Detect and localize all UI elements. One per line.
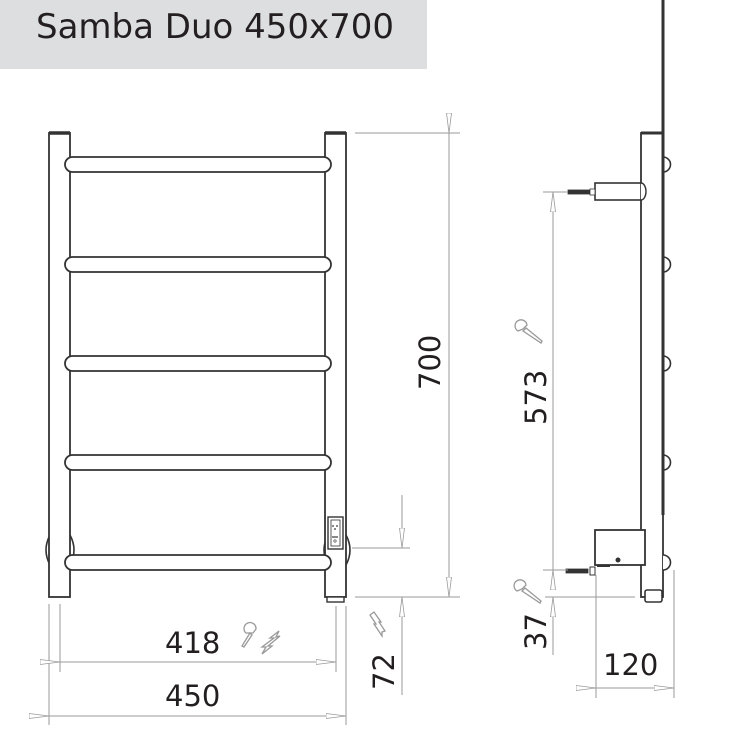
top-bracket <box>594 182 642 201</box>
controller-icon <box>327 516 344 550</box>
dimension-700: 700 <box>413 335 447 390</box>
front-dimensions <box>49 133 460 725</box>
rail-4 <box>64 454 332 471</box>
product-title: Samba Duo 450x700 <box>36 7 395 47</box>
dimension-573: 573 <box>519 370 553 425</box>
front-view <box>45 131 351 603</box>
side-dimensions <box>543 191 675 698</box>
dimension-72: 72 <box>367 653 401 690</box>
screw-icon <box>241 621 257 648</box>
dimension-37: 37 <box>519 613 553 650</box>
screw-icon <box>513 579 542 604</box>
rail-3 <box>64 355 332 372</box>
rail-2 <box>64 256 332 273</box>
dimension-450: 450 <box>165 679 220 713</box>
side-post <box>640 132 664 598</box>
electric-icon <box>260 630 281 655</box>
dimension-120: 120 <box>603 648 658 682</box>
side-view <box>565 0 672 603</box>
electric-icon <box>369 611 387 639</box>
rail-5 <box>64 554 332 571</box>
screw-icon <box>514 319 543 344</box>
dimension-418: 418 <box>165 626 220 660</box>
title-banner: Samba Duo 450x700 <box>0 0 427 69</box>
rail-1 <box>64 156 332 173</box>
